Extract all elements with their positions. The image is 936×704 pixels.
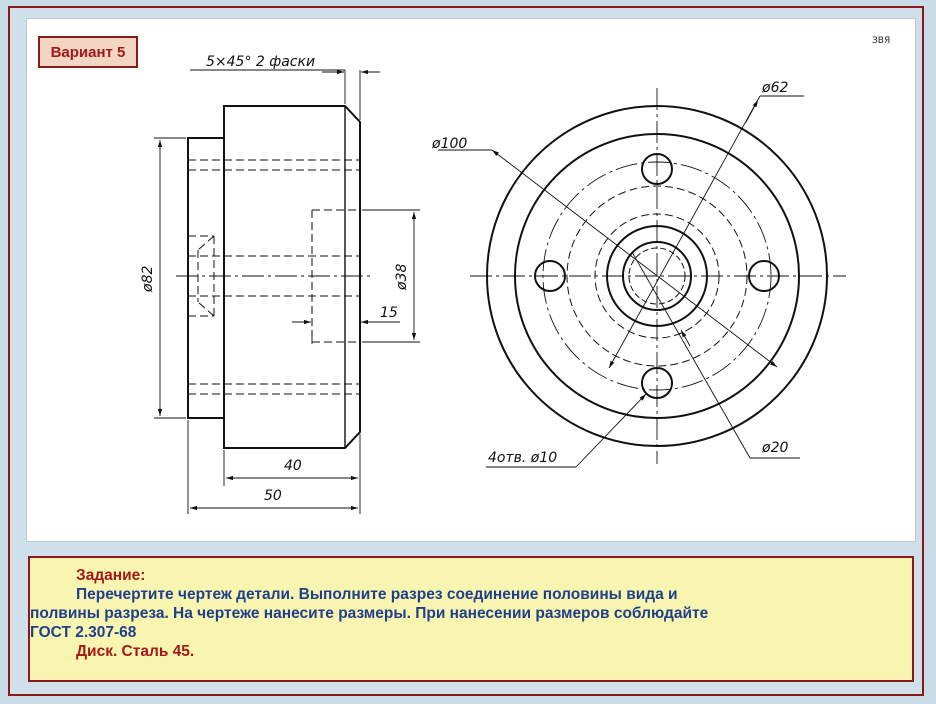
- dim-15: 15: [380, 305, 398, 321]
- task-line-1: Перечертите чертеж детали. Выполните раз…: [76, 586, 678, 603]
- dim-40: 40: [284, 458, 302, 474]
- side-view: [176, 105, 372, 449]
- task-panel: Задание: Перечертите чертеж детали. Выпо…: [28, 556, 914, 682]
- dim-50: 50: [264, 488, 282, 504]
- task-line-3: ГОСТ 2.307-68: [30, 624, 137, 641]
- task-line-2: полвины разреза. На чертеже нанесите раз…: [30, 605, 709, 622]
- dim-holes: 4отв. ø10: [488, 450, 557, 466]
- task-heading: Задание:: [76, 567, 146, 584]
- dim-d62: ø62: [761, 80, 788, 96]
- chamfer-note: 5×45° 2 фаски: [206, 54, 315, 70]
- dim-d20: ø20: [761, 440, 788, 456]
- variant-badge: Вариант 5: [38, 36, 138, 68]
- task-body: Перечертите чертеж детали. Выполните раз…: [30, 585, 902, 642]
- dim-d100: ø100: [431, 136, 467, 152]
- dim-d38: ø38: [394, 264, 410, 291]
- task-footer: Диск. Сталь 45.: [76, 643, 195, 660]
- front-view-dimensions: [438, 95, 804, 468]
- dim-d82: ø82: [140, 266, 156, 293]
- side-view-dimensions: [154, 69, 420, 514]
- author-mark: ЗВЯ: [872, 36, 891, 46]
